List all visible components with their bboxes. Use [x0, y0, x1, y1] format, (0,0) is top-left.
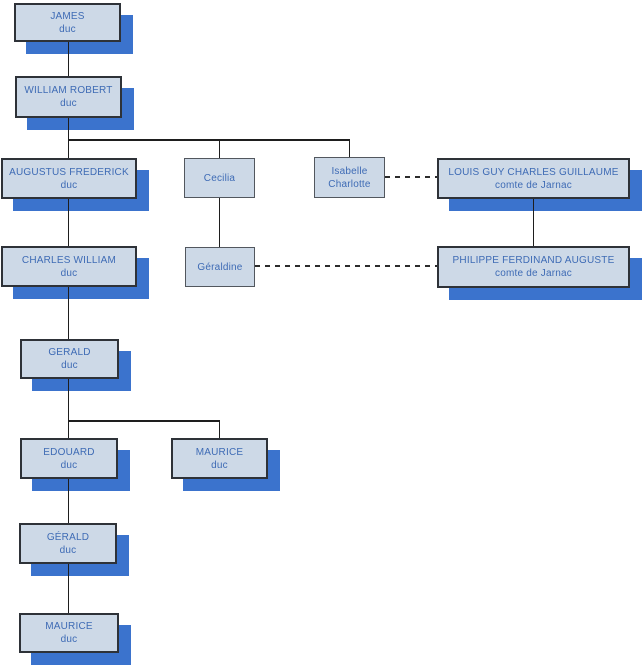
connector-augustus-charles	[67, 199, 69, 246]
person-title: duc	[60, 267, 78, 279]
rail-generation-3	[67, 139, 350, 141]
person-name: CHARLES WILLIAM	[21, 254, 117, 266]
marriage-dash-isabelle-louis	[385, 176, 437, 178]
person-name: WILLIAM ROBERT	[24, 85, 113, 96]
person-name: GÉRALD	[46, 531, 90, 543]
person-name: GERALD	[48, 347, 91, 358]
person-name: AUGUSTUS FREDERICK	[9, 166, 129, 178]
person-name: Isabelle	[331, 165, 368, 177]
connector-cecilia-geraldine	[218, 198, 220, 247]
person-title: duc	[59, 23, 76, 35]
node-gerald: GERALD duc	[20, 339, 119, 379]
node-maurice-younger: MAURICE duc	[19, 613, 119, 653]
person-title: duc	[59, 544, 77, 556]
node-augustus-frederick: AUGUSTUS FREDERICK duc	[1, 158, 137, 199]
person-name: LOUIS GUY CHARLES GUILLAUME	[448, 166, 619, 178]
person-title: duc	[60, 179, 78, 191]
rail-generation-6	[67, 420, 220, 422]
connector-james-william	[67, 42, 69, 76]
person-name2: Charlotte	[328, 178, 371, 190]
node-cecilia: Cecilia	[184, 158, 255, 198]
person-name: JAMES	[50, 10, 85, 22]
person-title: duc	[60, 634, 78, 645]
node-isabelle-charlotte: Isabelle Charlotte	[314, 157, 385, 198]
person-name: MAURICE	[195, 446, 244, 458]
node-geraldine: Géraldine	[185, 247, 255, 287]
person-title: comte de Jarnac	[495, 268, 572, 279]
connector-edouard-gerald2	[67, 479, 69, 523]
person-title: duc	[211, 459, 228, 471]
drop-maurice	[218, 420, 220, 438]
node-james: JAMES duc	[14, 3, 121, 42]
drop-isabelle	[348, 139, 350, 157]
connector-charles-gerald	[67, 287, 69, 339]
connector-gerald-down	[67, 379, 69, 438]
node-william-robert: WILLIAM ROBERT duc	[15, 76, 122, 118]
drop-cecilia	[218, 139, 220, 158]
person-name: EDOUARD	[43, 446, 95, 458]
person-title: comte de Jarnac	[495, 179, 572, 191]
person-name: PHILIPPE FERDINAND AUGUSTE	[452, 255, 615, 266]
person-name: MAURICE	[45, 621, 93, 632]
person-name: Géraldine	[197, 261, 243, 273]
connector-william-down	[67, 118, 69, 158]
connector-gerald2-maurice2	[67, 564, 69, 613]
node-louis-guy-charles-guillaume: LOUIS GUY CHARLES GUILLAUME comte de Jar…	[437, 158, 630, 199]
node-philippe-ferdinand-auguste: PHILIPPE FERDINAND AUGUSTE comte de Jarn…	[437, 246, 630, 288]
person-name: Cecilia	[203, 172, 236, 184]
marriage-dash-geraldine-philippe	[255, 265, 437, 267]
node-charles-william: CHARLES WILLIAM duc	[1, 246, 137, 287]
node-edouard: EDOUARD duc	[20, 438, 118, 479]
person-title: duc	[61, 360, 78, 371]
node-gerald-second: GÉRALD duc	[19, 523, 117, 564]
node-maurice-elder: MAURICE duc	[171, 438, 268, 479]
person-title: duc	[60, 459, 78, 471]
connector-louis-philippe	[532, 199, 534, 246]
person-title: duc	[60, 98, 77, 109]
